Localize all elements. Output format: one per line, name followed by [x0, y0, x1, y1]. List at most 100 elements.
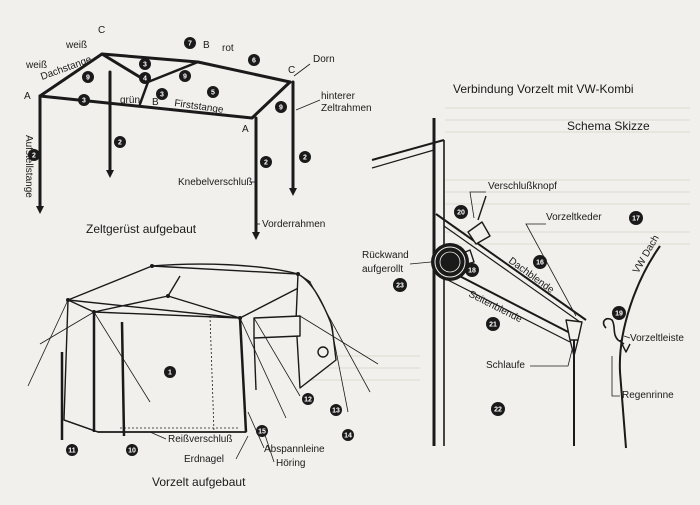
pole-feet — [36, 170, 297, 240]
svg-text:21: 21 — [489, 322, 497, 329]
svg-text:3: 3 — [143, 62, 147, 69]
badge: 12 — [302, 393, 314, 405]
connection-subtitle: Schema Skizze — [567, 119, 650, 133]
svg-text:10: 10 — [128, 448, 136, 455]
label-regenrinne: Regenrinne — [622, 390, 674, 401]
label-dorn: Dorn — [313, 54, 335, 65]
svg-text:20: 20 — [457, 210, 465, 217]
badge: 9 — [275, 101, 287, 113]
badge: 4 — [139, 72, 151, 84]
badge: 2 — [299, 151, 311, 163]
svg-text:3: 3 — [160, 92, 164, 99]
svg-text:3: 3 — [82, 98, 86, 105]
svg-text:2: 2 — [264, 160, 268, 167]
label-vorderrahmen: Vorderrahmen — [262, 219, 325, 230]
frame-leaders — [250, 63, 321, 225]
badge: 3 — [139, 58, 151, 70]
guy-lines — [27, 281, 379, 419]
svg-text:15: 15 — [258, 429, 266, 436]
badge: 5 — [207, 86, 219, 98]
svg-text:9: 9 — [279, 105, 283, 112]
badge: 6 — [248, 54, 260, 66]
label-zeltrahmen: Zeltrahmen — [321, 103, 372, 114]
connection-leaders — [409, 191, 631, 397]
badge: 10 — [126, 444, 138, 456]
tent-drawing — [63, 263, 337, 433]
badge: 3 — [156, 88, 168, 100]
label-b-mid: B — [152, 97, 159, 108]
badge: 21 — [486, 317, 500, 331]
badge: 2 — [28, 149, 40, 161]
badge: 14 — [342, 429, 354, 441]
label-b-top: B — [203, 40, 210, 51]
svg-text:1: 1 — [168, 370, 172, 377]
caption-tent: Vorzelt aufgebaut — [152, 475, 246, 489]
badge: 9 — [179, 70, 191, 82]
badge: 2 — [114, 136, 126, 148]
rolled-rear-wall — [431, 243, 469, 281]
svg-text:7: 7 — [188, 41, 192, 48]
svg-text:19: 19 — [615, 311, 623, 318]
label-rueckwand: Rückwand — [362, 250, 409, 261]
svg-text:11: 11 — [68, 448, 76, 455]
label-weiss-left: weiß — [25, 60, 47, 71]
svg-text:12: 12 — [304, 397, 312, 404]
svg-text:16: 16 — [536, 260, 544, 267]
svg-text:23: 23 — [396, 283, 404, 290]
badge: 17 — [629, 211, 643, 225]
label-gruen: grün — [120, 95, 140, 106]
badge: 1 — [164, 366, 176, 378]
label-verschlussknopf: Verschlußknopf — [488, 181, 557, 192]
badge: 22 — [491, 402, 505, 416]
badge: 23 — [393, 278, 407, 292]
label-a-left: A — [24, 91, 31, 102]
label-rot: rot — [222, 43, 234, 54]
svg-text:13: 13 — [332, 408, 340, 415]
badge: 2 — [260, 156, 272, 168]
label-aufstellstange: Aufstellstange — [23, 135, 34, 198]
label-schlaufe: Schlaufe — [486, 360, 525, 371]
badge: 9 — [82, 71, 94, 83]
tent-frame-drawing — [38, 52, 295, 234]
tent-number-badges: 1 11 10 15 12 13 14 — [66, 366, 354, 456]
svg-text:2: 2 — [32, 153, 36, 160]
connection-drawing — [371, 118, 661, 449]
badge: 16 — [533, 255, 547, 269]
label-c-right: C — [288, 65, 295, 76]
svg-text:14: 14 — [344, 433, 352, 440]
label-aufgerollt: aufgerollt — [362, 264, 403, 275]
badge: 13 — [330, 404, 342, 416]
caption-frame: Zeltgerüst aufgebaut — [86, 222, 197, 236]
label-abspannleine: Abspannleine — [264, 444, 325, 455]
badge: 19 — [612, 306, 626, 320]
label-a-right: A — [242, 124, 249, 135]
svg-text:4: 4 — [143, 76, 147, 83]
label-reissverschluss: Reißverschluß — [168, 434, 232, 445]
label-hinterer: hinterer — [321, 91, 356, 102]
rope-knots — [66, 264, 300, 320]
tent-poles — [60, 312, 248, 440]
label-vorzeltkeder: Vorzeltkeder — [546, 212, 602, 223]
label-c-left: C — [98, 25, 105, 36]
connection-title: Verbindung Vorzelt mit VW-Kombi — [453, 82, 634, 96]
badge: 3 — [78, 94, 90, 106]
badge: 11 — [66, 444, 78, 456]
label-hoering: Höring — [276, 458, 305, 469]
svg-text:2: 2 — [118, 140, 122, 147]
label-weiss-top: weiß — [65, 40, 87, 51]
svg-text:5: 5 — [211, 90, 215, 97]
label-vorzeltleiste: Vorzeltleiste — [630, 333, 684, 344]
badge: 18 — [465, 263, 479, 277]
label-knebelverschluss: Knebelverschluß — [178, 177, 252, 188]
badge: 15 — [256, 425, 268, 437]
svg-text:9: 9 — [86, 75, 90, 82]
svg-text:9: 9 — [183, 74, 187, 81]
svg-text:6: 6 — [252, 58, 256, 65]
zipper-line — [120, 315, 240, 433]
frame-number-badges: 3 7 6 9 3 4 9 3 5 9 2 2 2 2 — [28, 37, 311, 168]
svg-text:17: 17 — [632, 216, 640, 223]
svg-text:2: 2 — [303, 155, 307, 162]
label-erdnagel: Erdnagel — [184, 454, 224, 465]
